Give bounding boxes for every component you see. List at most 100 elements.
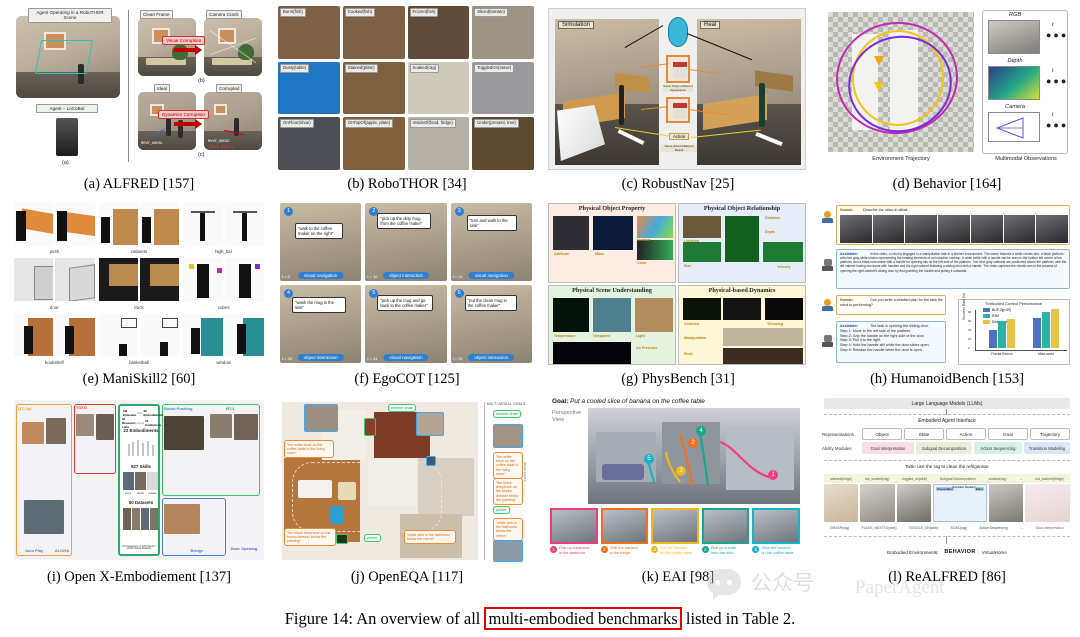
step-line1: Put the banana — [660, 545, 687, 550]
dataset-region-bridge — [162, 498, 226, 556]
environment-trajectory-label: Environment Trajectory — [872, 156, 930, 162]
sidebar-text-goal: "the black telephone on the brown dresse… — [493, 478, 523, 506]
task-cell: door — [14, 258, 95, 310]
step-badge: object interaction — [382, 272, 429, 279]
sub-label: Size — [684, 264, 692, 268]
section-datasets: 60 Datasets — [128, 500, 154, 505]
step-line1: Chill the banana — [609, 545, 638, 550]
dataset-tag: Robot Pushing — [164, 406, 193, 411]
table-row: Sliced(tomato) — [472, 6, 534, 59]
step-frame: 1 "walk to the coffee maker on the right… — [280, 203, 362, 281]
step-number: 1 — [284, 207, 293, 216]
task-cell: truck — [98, 258, 180, 310]
step-number: 5 — [369, 289, 379, 298]
sub-label: Color — [637, 261, 647, 265]
stat-row-labs: 34 Research Labs across 21 Institutions — [122, 417, 161, 429]
task-cell: high_bar — [183, 203, 264, 254]
module-subgoal-decomposition: Subgoal Decomposition — [916, 442, 972, 454]
tile-label: InsideOf(food, fridge) — [409, 119, 456, 129]
step-line2: on the coffee table — [660, 549, 693, 555]
legend-swatch — [983, 308, 990, 312]
panel-robustnav: Simulation Real Same Object Different Ap… — [544, 4, 812, 196]
frame-toggle — [896, 484, 932, 522]
environment-map — [828, 12, 974, 152]
stat-value: 22 Embodiments — [143, 409, 164, 417]
perspective-view: 1 2 3 4 5 — [588, 408, 800, 504]
caption-prefix: Figure 14: An overview of all — [284, 609, 485, 628]
dataset-tag: TOTO — [76, 405, 87, 410]
rep-object: Object — [862, 428, 902, 440]
robustnav-figure: Simulation Real Same Object Different Ap… — [548, 8, 806, 170]
precondition-label: Precondition — [936, 487, 954, 491]
task-label: high_bar — [215, 249, 233, 255]
alfred-sub-a: (a) — [62, 160, 69, 166]
rep-trajectory: Trajectory — [1030, 428, 1070, 440]
rep-goal: Goal — [988, 428, 1028, 440]
alfred-ideal-frame — [138, 92, 196, 150]
sub-label: Attribute — [554, 252, 569, 256]
legend-label: R3M — [992, 314, 999, 318]
step-number: 4 — [284, 289, 293, 298]
step-number: 6 — [454, 289, 464, 298]
step-time: t = 21 — [452, 274, 463, 279]
maniskill2-task-grid: push cabinets high_bar door truck — [14, 203, 264, 365]
step-number: 3 — [651, 546, 659, 553]
stat-unit: from — [137, 411, 143, 415]
sub-label: Throwing — [767, 322, 784, 326]
tile-label: Soaked(rag) — [409, 63, 440, 73]
step-thumb-5 — [752, 508, 800, 544]
object-goal-box — [364, 418, 376, 436]
module-goal-interpretation: Goal Interpretation — [862, 442, 914, 454]
dialog-text: In this video, a robot is engaged in a m… — [840, 252, 1067, 273]
dataset-tag: ALOHA — [54, 548, 70, 553]
step-badge: visual navigation — [383, 354, 429, 361]
environments-label: Embodied Environments: — [887, 549, 939, 555]
role-label: Assistant: — [840, 252, 858, 256]
task-cell: basketball — [98, 313, 180, 365]
same-object-label: Same Object Different Appearance — [663, 84, 693, 93]
step-line1: Pick up a knife — [710, 545, 737, 550]
image-goal-box — [426, 456, 436, 466]
chart-title: Embodied Control Performance — [985, 301, 1043, 306]
step-time: t = 33 — [282, 356, 293, 361]
module-action-sequencing: Action Sequencing — [974, 442, 1022, 454]
stat-value: 1M Episodes — [123, 409, 137, 417]
object-goal-label: recliner chair — [388, 404, 416, 412]
step-thumb-3 — [651, 508, 699, 544]
alfred-scene-main — [16, 16, 120, 98]
alfred-crack-frame — [204, 18, 262, 76]
visual-corruption-label: Visual Corruption — [162, 36, 206, 45]
object-thumb-real — [666, 97, 690, 123]
sidebar-image-goal — [493, 424, 523, 448]
alfred-scene-title: Agent Operating in a RoboTHOR Scene — [28, 8, 112, 23]
action-row-bottom: GRASP(rag) PLACE_NEXTTO(sink) TOGGLE_ON(… — [824, 523, 1070, 532]
action-chip: TOGGLE_ON(sink) — [908, 525, 939, 530]
rep-state: State — [904, 428, 944, 440]
image-goal-thumb — [304, 404, 338, 432]
ability-modules-label: Ability Modules — [822, 446, 852, 451]
behavior-image: Environment Trajectory RGB ●●● t Depth ●… — [818, 4, 1076, 174]
step-number: 3 — [454, 207, 464, 216]
trajectory-row: Precondition Transition Modeling Effect — [824, 484, 1070, 522]
state-chip: stained(fridge) — [830, 476, 853, 481]
embodied-control-chart: Embodied Control Performance Success Rat… — [958, 293, 1070, 365]
camera-dots: ●●● — [1046, 120, 1069, 130]
sub-label: Temperature — [554, 334, 576, 338]
quadrant-scene-understanding: Physical Scene Understanding Temperature… — [548, 285, 676, 365]
dataset-tag: Jaco Play — [24, 548, 44, 553]
panel-eai: Goal: Put a cooled slice of banana on th… — [544, 394, 812, 589]
action-chip: SOAK(rag) — [950, 525, 968, 530]
step-frame: 2 "pick up the dirty mug from the coffee… — [365, 203, 447, 281]
humanoidbench-image: Human: Describe the video in detail. Ass… — [818, 199, 1076, 369]
caption-openeqa: (j) OpenEQA [117] — [350, 569, 464, 585]
panel-openeqa: recliner chair "the white book on the co… — [276, 394, 538, 589]
step-thumbnails — [550, 508, 800, 544]
step-number: 2 — [369, 207, 379, 216]
panel-physbench: Physical Object Property Attribute Mass … — [544, 199, 812, 391]
task-label: truck — [134, 304, 144, 310]
ytick-20: 20 — [968, 337, 972, 341]
skill-label: stack — [136, 491, 144, 495]
step-number: 1 — [550, 546, 557, 553]
